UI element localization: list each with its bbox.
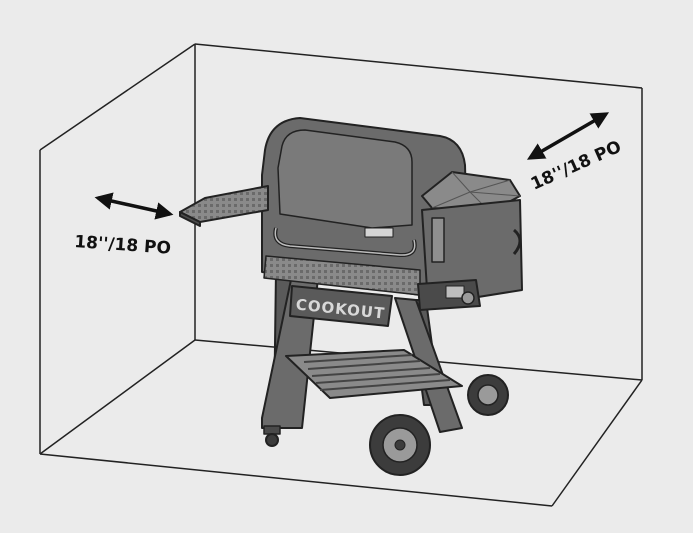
hopper-handle (512, 228, 522, 255)
grill-rear-wheel (467, 374, 509, 416)
hopper-lid-ribs (431, 171, 521, 213)
controller-dial (461, 291, 475, 305)
room-floor-left (39, 339, 196, 455)
pellet-hopper (421, 199, 523, 306)
left-clearance-arrow (94, 192, 174, 220)
room-floor-front-left (39, 453, 553, 507)
lower-shelf-slats (303, 354, 451, 391)
hopper-window (431, 217, 445, 263)
grill-caster (263, 425, 281, 447)
grill-front-wheel (369, 414, 431, 476)
controller-display (445, 285, 465, 299)
pellet-grill (179, 117, 523, 476)
left-clearance-label: 18''/18 PO (74, 232, 172, 259)
right-clearance-label: 18''/18 PO (528, 137, 625, 195)
grill-brand-plate (289, 285, 393, 327)
room-back-top-right (194, 43, 643, 89)
grill-side-shelf (179, 185, 269, 223)
room-back-top-left (39, 43, 196, 151)
right-clearance-arrow (526, 112, 610, 160)
lid-badge (364, 227, 394, 238)
grill-lid-window (277, 129, 413, 229)
room-floor-front-right (551, 379, 643, 507)
